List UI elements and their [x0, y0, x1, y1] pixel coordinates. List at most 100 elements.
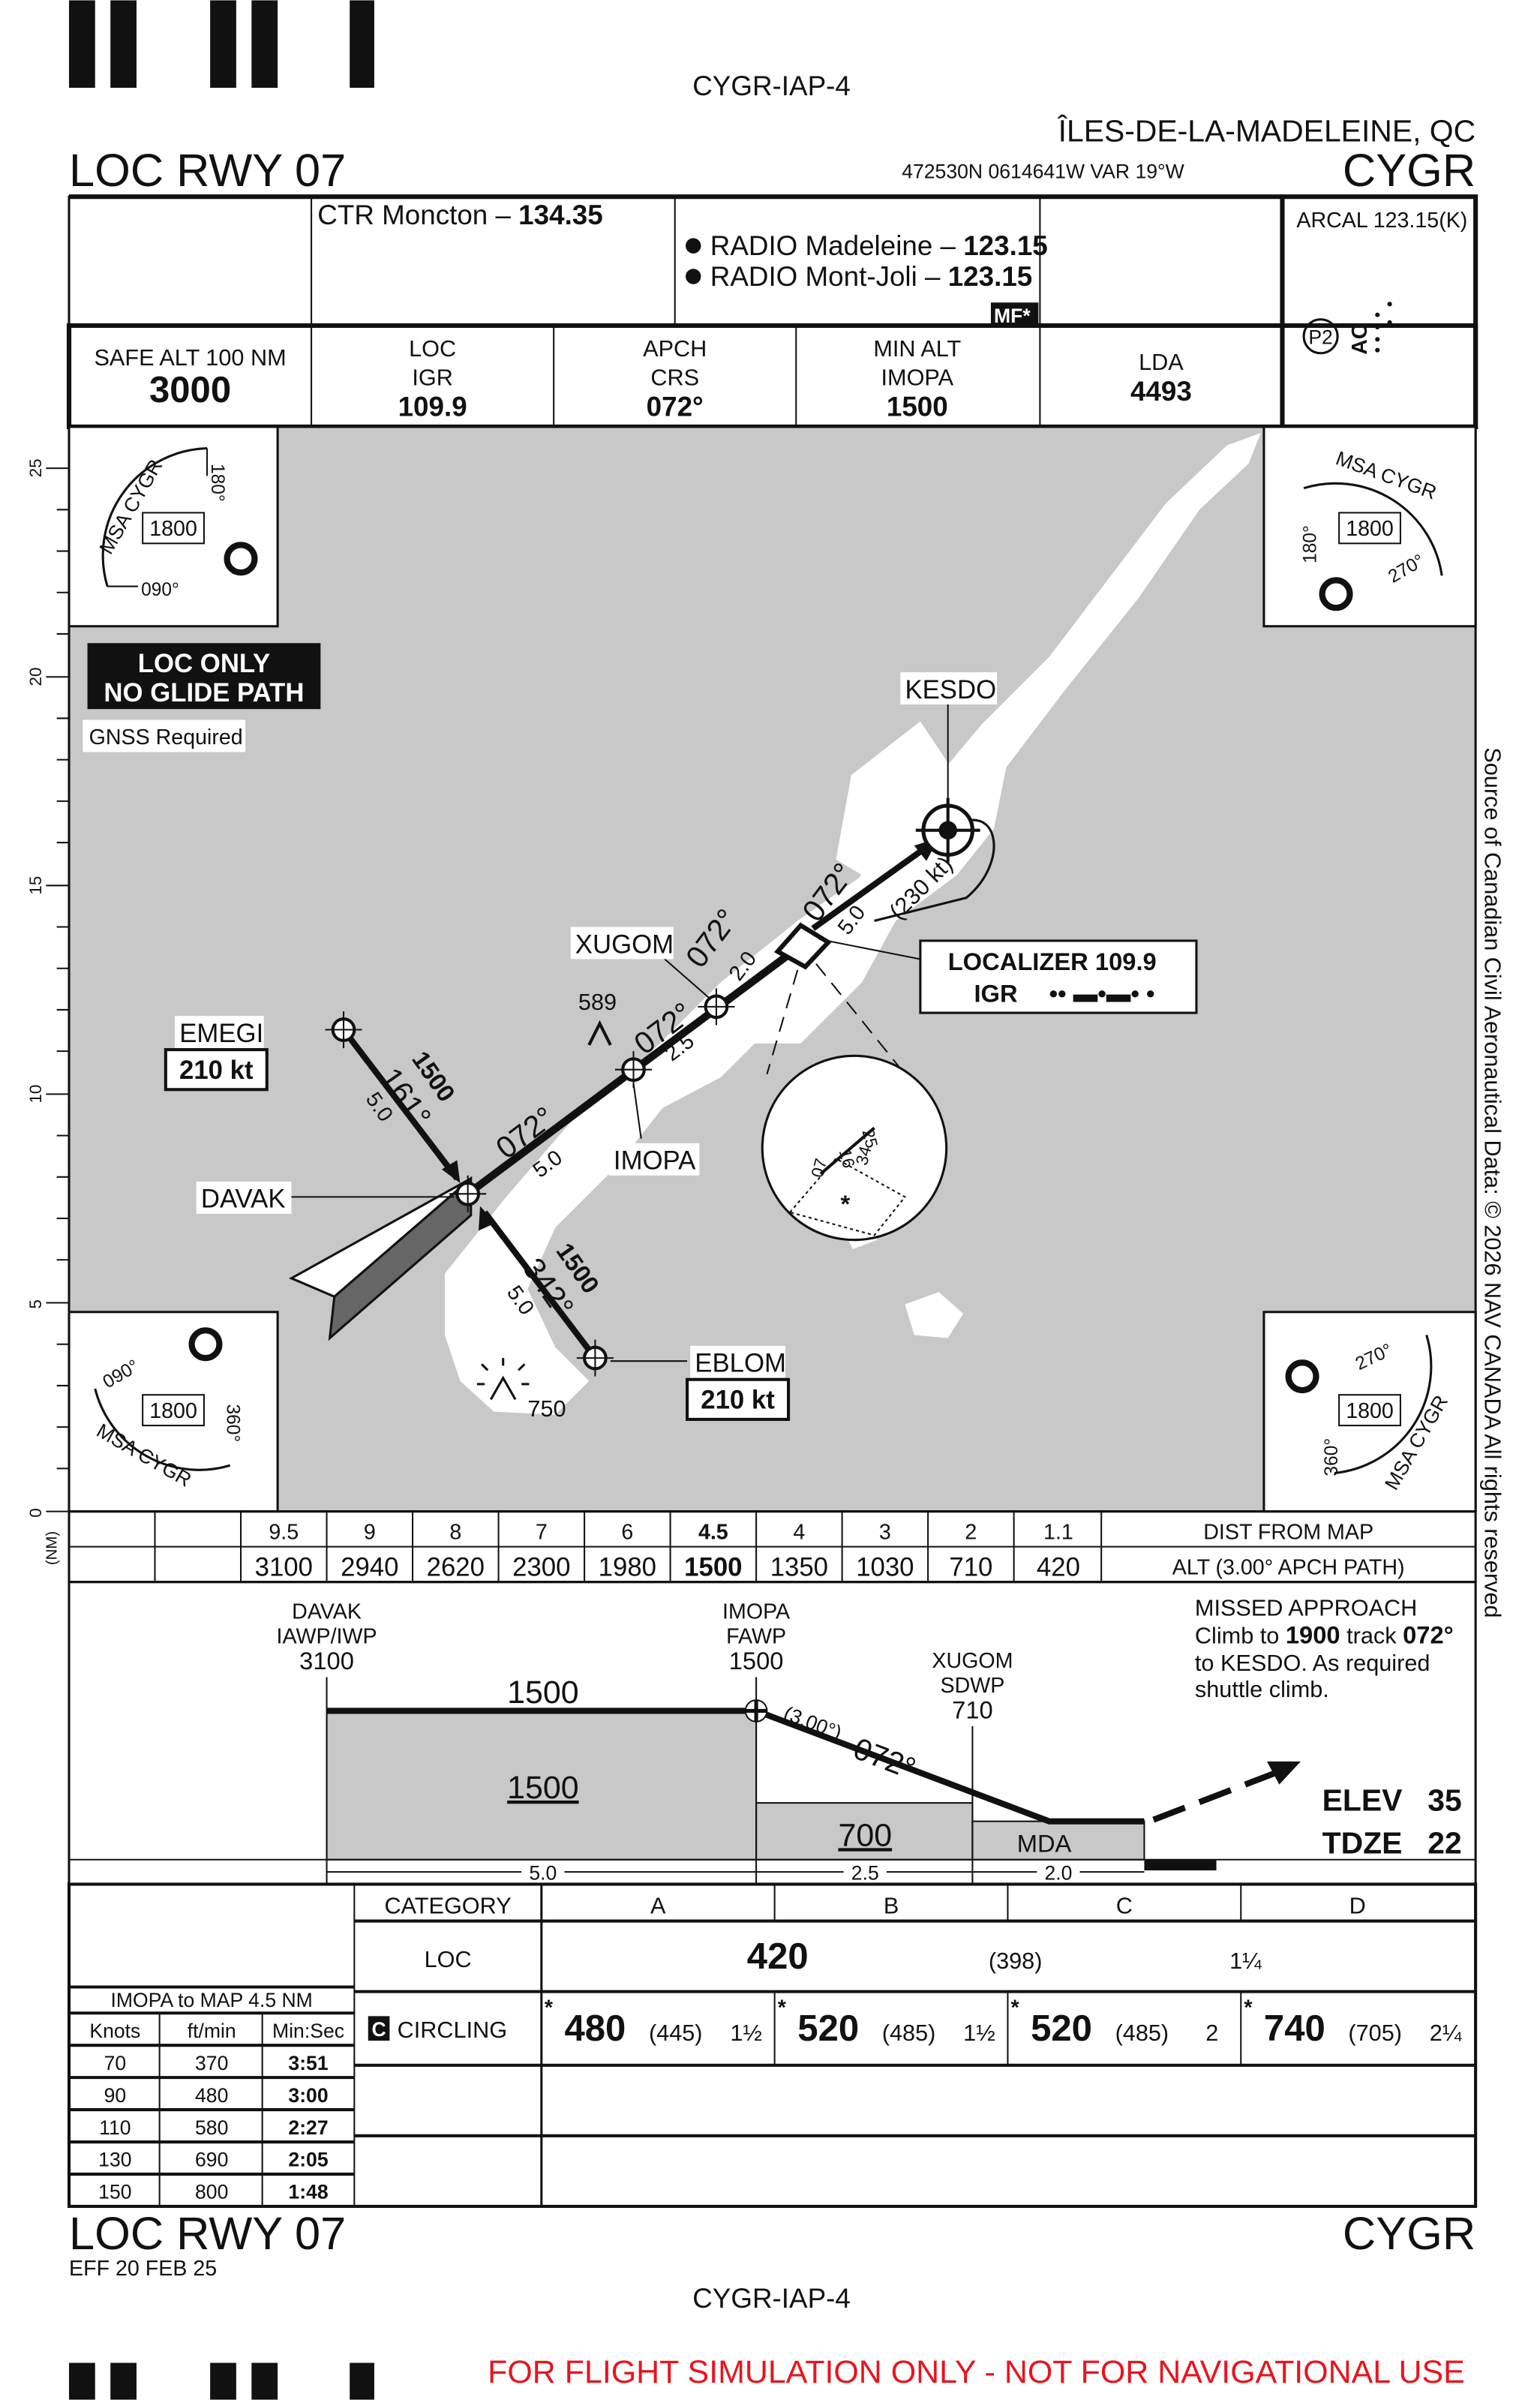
msa-top-right: 1800 MSA CYGR 180° 270° — [1262, 425, 1477, 628]
missed-approach-line3: shuttle climb. — [1195, 1677, 1329, 1702]
fix-xugom-icon — [698, 988, 735, 1026]
fix-label-imopa: IMOPA — [614, 1147, 696, 1176]
alt-cell: 1980 — [599, 1553, 656, 1581]
missed-approach-dashed — [1152, 1766, 1287, 1823]
msa-top-left: 1800 MSA CYGR 180° 090° — [68, 425, 279, 628]
ctr-frequency: CTR Moncton – 134.35 — [317, 200, 602, 230]
lighting-ao-label: AO — [1348, 323, 1372, 355]
inset-rwy-16: 16 — [836, 1147, 859, 1170]
footer-chart-id: CYGR-IAP-4 — [692, 2283, 851, 2314]
emegi-arrowhead — [441, 1160, 461, 1184]
circling-vis-b: 1½ — [963, 2020, 995, 2046]
lighting-p2-icon — [1302, 318, 1339, 355]
alt-cell: 1350 — [770, 1553, 828, 1581]
loc-vis: 1¼ — [1229, 1948, 1262, 1974]
inset-rwy-34: 34 — [852, 1144, 875, 1167]
chart-id-top: CYGR-IAP-4 — [692, 71, 851, 101]
profile-imopa-role: FAWP — [726, 1624, 786, 1648]
source-credit: Source of Canadian Civil Aeronautical Da… — [1479, 747, 1505, 1618]
plan-view: 25 20 15 10 5 0 (NM) LOC ONLY NO GLIDE P… — [26, 425, 1477, 1565]
fix-eblom-icon — [576, 1339, 614, 1377]
mf-badge — [990, 302, 1039, 326]
alt-cell: 420 — [1037, 1553, 1080, 1581]
inset-rwy-25: 25 — [858, 1127, 881, 1150]
profile-dist-2: 2.5 — [851, 1861, 879, 1884]
dist-cell: 6 — [621, 1520, 633, 1544]
msa-bearing: 360° — [223, 1404, 243, 1442]
localizer-ident: IGR — [974, 980, 1017, 1008]
circling-mda-b: 520 — [797, 2008, 859, 2049]
circling-vis-a: 1½ — [730, 2020, 762, 2046]
fix-davak-icon — [449, 1175, 487, 1212]
timing-cell: 1:48 — [288, 2181, 328, 2203]
profile-davak: DAVAK — [292, 1600, 362, 1624]
elev-label: ELEV — [1322, 1783, 1403, 1817]
dist-cell: 3 — [879, 1520, 891, 1544]
loc-only-text: LOC ONLY — [138, 650, 270, 678]
alt-label: ALT (3.00° APCH PATH) — [1172, 1555, 1405, 1579]
scale-tick-0: 0 — [26, 1508, 45, 1518]
timing-title: IMOPA to MAP 4.5 NM — [111, 1989, 313, 2011]
lda-label: LDA — [1139, 350, 1184, 375]
category-label: CATEGORY — [384, 1893, 511, 1918]
crs-value: 072° — [647, 392, 704, 422]
lda-value: 4493 — [1130, 376, 1192, 407]
minima-table: CATEGORY A B C D LOC 420 (398) 1¼ C CIRC… — [67, 1882, 1478, 2208]
timing-cell: 370 — [195, 2052, 228, 2074]
alt-cell: 710 — [949, 1553, 992, 1581]
profile-box2-alt: 700 — [838, 1817, 892, 1853]
profile-davak-alt: 3100 — [299, 1647, 354, 1675]
msa-alt: 1800 — [149, 517, 197, 541]
footer-effective-date: EFF 20 FEB 25 — [69, 2257, 217, 2281]
profile-xugom-alt: 710 — [952, 1696, 993, 1724]
msa-bearing: 180° — [207, 464, 227, 502]
timing-header-fpm: ft/min — [188, 2020, 236, 2042]
timing-cell: 110 — [99, 2116, 131, 2139]
category-d: D — [1349, 1893, 1366, 1918]
apch-label: APCH — [643, 336, 707, 362]
scale-tick-15: 15 — [26, 876, 45, 895]
fix-label-davak: DAVAK — [201, 1185, 286, 1214]
scale-tick-10: 10 — [26, 1085, 45, 1104]
missed-approach-line2: to KESDO. As required — [1195, 1651, 1430, 1676]
msa-bottom-left: 1800 MSA CYGR 090° 360° — [68, 1311, 279, 1513]
registration-bars-top — [69, 0, 374, 89]
procedure-title: LOC RWY 07 — [69, 144, 346, 196]
circling-mda-d: 740 — [1264, 2008, 1325, 2049]
obstacle-589-height: 589 — [578, 990, 617, 1015]
timing-cell: 90 — [104, 2084, 127, 2107]
circling-mda-c: 520 — [1031, 2008, 1092, 2049]
alt-cell: 1500 — [684, 1553, 742, 1581]
registration-bars-bottom — [69, 2362, 374, 2400]
safe-alt-value: 3000 — [149, 370, 231, 410]
circling-star: * — [778, 1996, 787, 2020]
loc-label: LOC — [409, 336, 456, 362]
loc-mda: 420 — [747, 1936, 809, 1977]
fix-label-kesdo: KESDO — [905, 676, 996, 704]
loc-frequency: 109.9 — [398, 392, 467, 422]
dist-label: DIST FROM MAP — [1203, 1520, 1373, 1544]
circling-hat-d: (705) — [1348, 2020, 1402, 2046]
circling-label: CIRCLING — [398, 2017, 507, 2043]
missed-approach-track — [811, 844, 929, 931]
circling-vis-c: 2 — [1205, 2020, 1218, 2046]
dist-cell: 4.5 — [698, 1520, 728, 1544]
msa-center-fix-icon — [1319, 577, 1353, 611]
gnss-required: GNSS Required — [89, 725, 243, 749]
profile-dist-3: 2.0 — [1044, 1861, 1072, 1884]
timing-cell: 3:51 — [288, 2052, 328, 2074]
airport-ident: CYGR — [1343, 144, 1475, 196]
timing-cell: 480 — [195, 2084, 228, 2107]
morse-code-icon: •• ▬•▬• • — [1049, 980, 1155, 1008]
circling-badge-label: C — [371, 2018, 386, 2041]
profile-xugom-role: SDWP — [940, 1674, 1004, 1698]
circling-star: * — [1244, 1996, 1253, 2020]
timing-cell: 70 — [104, 2052, 127, 2074]
profile-xugom: XUGOM — [932, 1649, 1013, 1673]
alt-cell: 2940 — [341, 1553, 398, 1581]
circling-star: * — [545, 1996, 554, 2020]
alt-cell: 3100 — [255, 1553, 313, 1581]
msa-alt: 1800 — [1346, 517, 1394, 541]
circling-hat-a: (445) — [649, 2020, 703, 2046]
